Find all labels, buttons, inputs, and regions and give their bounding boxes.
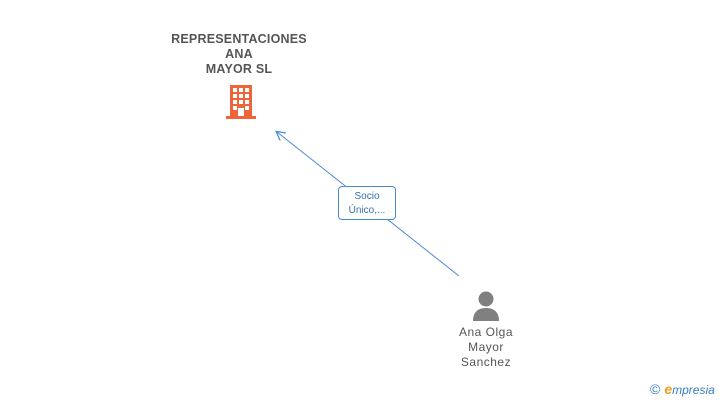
empresia-watermark: © empresia [650, 380, 715, 398]
person-icon[interactable] [471, 290, 501, 322]
copyright-icon: © [650, 381, 661, 397]
brand-logo: empresia [664, 381, 714, 397]
building-icon[interactable] [224, 84, 258, 120]
relation-label[interactable]: Socio Único,... [338, 186, 396, 220]
person-name-line-2: Mayor [468, 340, 504, 354]
relation-label-line-2: Único,... [348, 205, 386, 216]
brand-initial: e [664, 381, 673, 397]
person-name-line-1: Ana Olga [458, 325, 514, 339]
company-name-line-2: ANA [225, 47, 253, 61]
brand-rest: mpresia [672, 383, 715, 397]
company-name[interactable]: REPRESENTACIONES ANA MAYOR SL [159, 32, 319, 77]
company-name-line-1: REPRESENTACIONES [171, 32, 307, 46]
relation-label-line-1: Socio [354, 191, 380, 202]
person-name-line-3: Sanchez [460, 355, 512, 369]
company-name-line-3: MAYOR SL [205, 62, 273, 76]
person-name[interactable]: Ana Olga Mayor Sanchez [426, 325, 546, 370]
